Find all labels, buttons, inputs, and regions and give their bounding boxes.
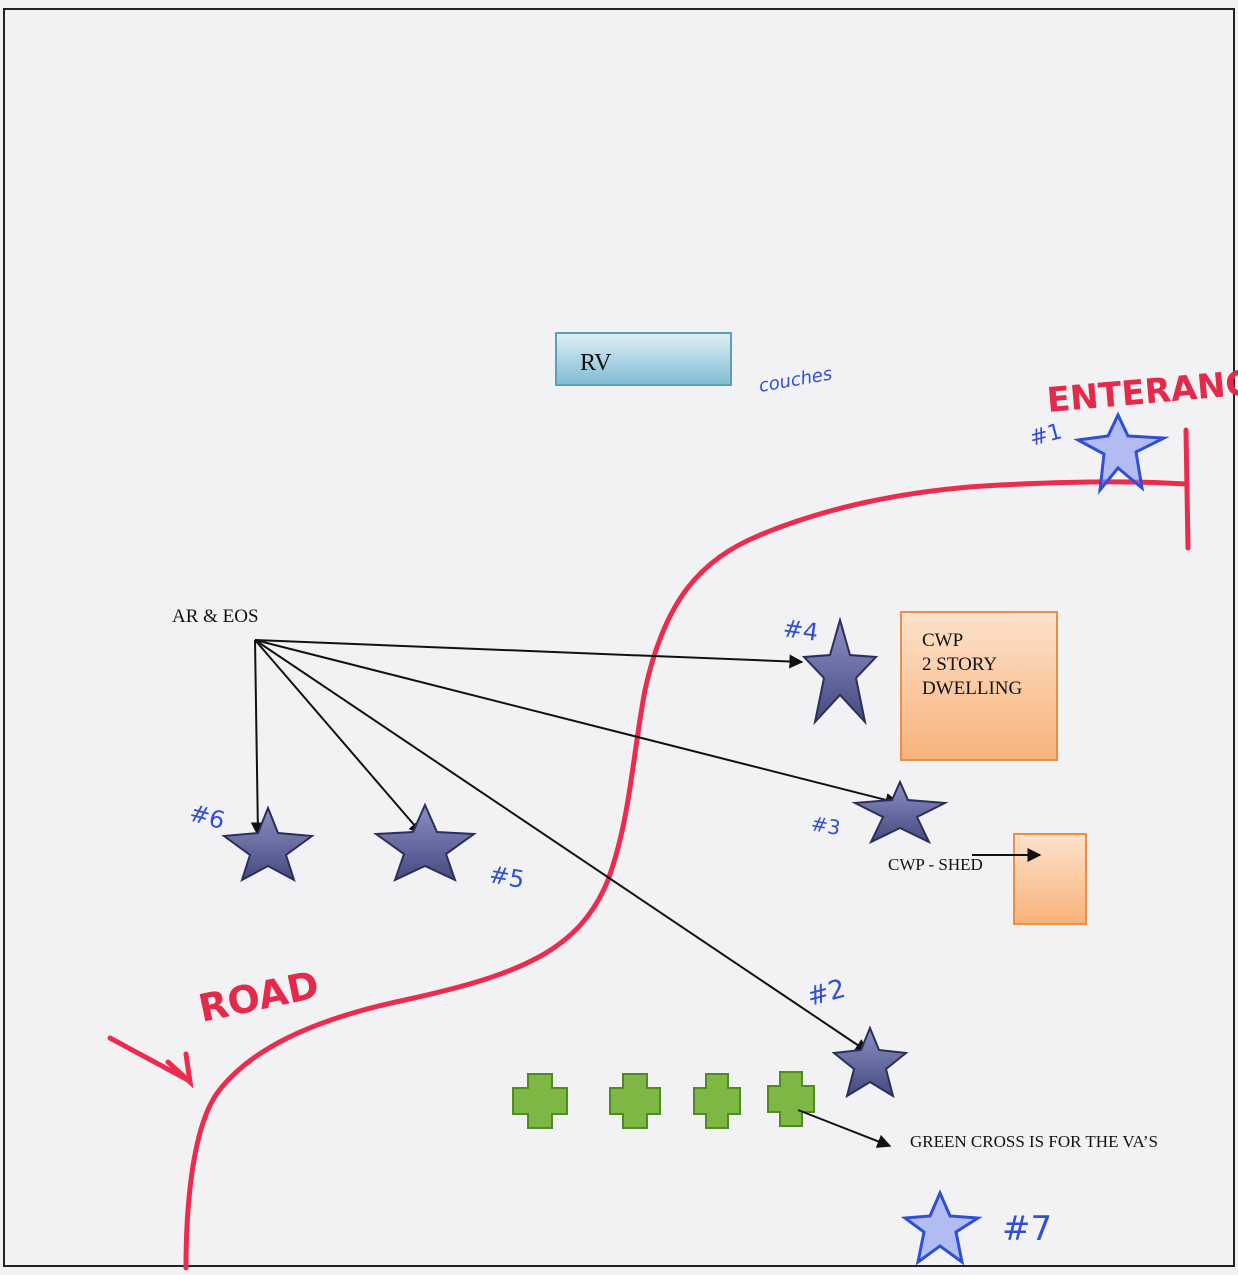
marker-7-label: #7 — [1002, 1209, 1052, 1249]
marker-3-label: #3 — [809, 811, 842, 840]
star-icon — [851, 779, 949, 845]
road-arrow-shaft — [107, 1035, 191, 1083]
green-cross-icon — [609, 1073, 661, 1129]
star-icon — [801, 616, 879, 726]
cwp-dwelling-line1: CWP — [922, 630, 963, 651]
cwp-dwelling-box — [900, 611, 1058, 761]
marker-6-label: #6 — [186, 799, 227, 835]
marker-5-label: #5 — [487, 860, 527, 894]
marker-4-label: #4 — [781, 614, 820, 647]
marker-1-label: #1 — [1027, 419, 1065, 452]
cwp-shed-label: CWP - SHED — [888, 855, 983, 874]
green-cross-icon — [693, 1073, 741, 1129]
marker-2-label: #2 — [804, 974, 849, 1013]
couches-note: couches — [757, 363, 834, 397]
green-cross-arrow — [797, 1109, 892, 1148]
cwp-dwelling-line2: 2 STORY — [922, 654, 997, 675]
arrow-to-3 — [254, 639, 900, 807]
rv-label: RV — [580, 350, 612, 376]
cwp-shed-box — [1013, 833, 1087, 925]
arrow-to-5 — [254, 639, 423, 836]
green-cross-note: GREEN CROSS IS FOR THE VA’S — [910, 1132, 1158, 1151]
hand-drawn-star-icon — [900, 1189, 983, 1266]
green-cross-icon — [512, 1073, 568, 1129]
star-icon — [221, 805, 315, 883]
green-crosses — [512, 1071, 815, 1129]
ar-eos-label: AR & EOS — [172, 606, 259, 627]
cwp-dwelling-line3: DWELLING — [922, 678, 1023, 699]
entrance-gate-line — [1183, 427, 1191, 551]
arrow-to-2 — [254, 639, 870, 1053]
arrow-to-6 — [250, 639, 265, 837]
observation-arrows — [250, 639, 900, 1053]
road-line — [183, 479, 1189, 1271]
green-cross-icon — [767, 1071, 815, 1127]
rv-box — [555, 332, 732, 386]
hand-drawn-star-icon — [1073, 411, 1170, 495]
star-icon — [831, 1025, 909, 1099]
entrance-label: ENTERANCE — [1045, 361, 1238, 421]
page-frame — [3, 8, 1235, 1267]
arrow-to-4 — [254, 639, 804, 669]
road-arrow-head — [165, 1051, 194, 1089]
star-icon — [373, 802, 477, 882]
road-label: ROAD — [195, 963, 323, 1031]
